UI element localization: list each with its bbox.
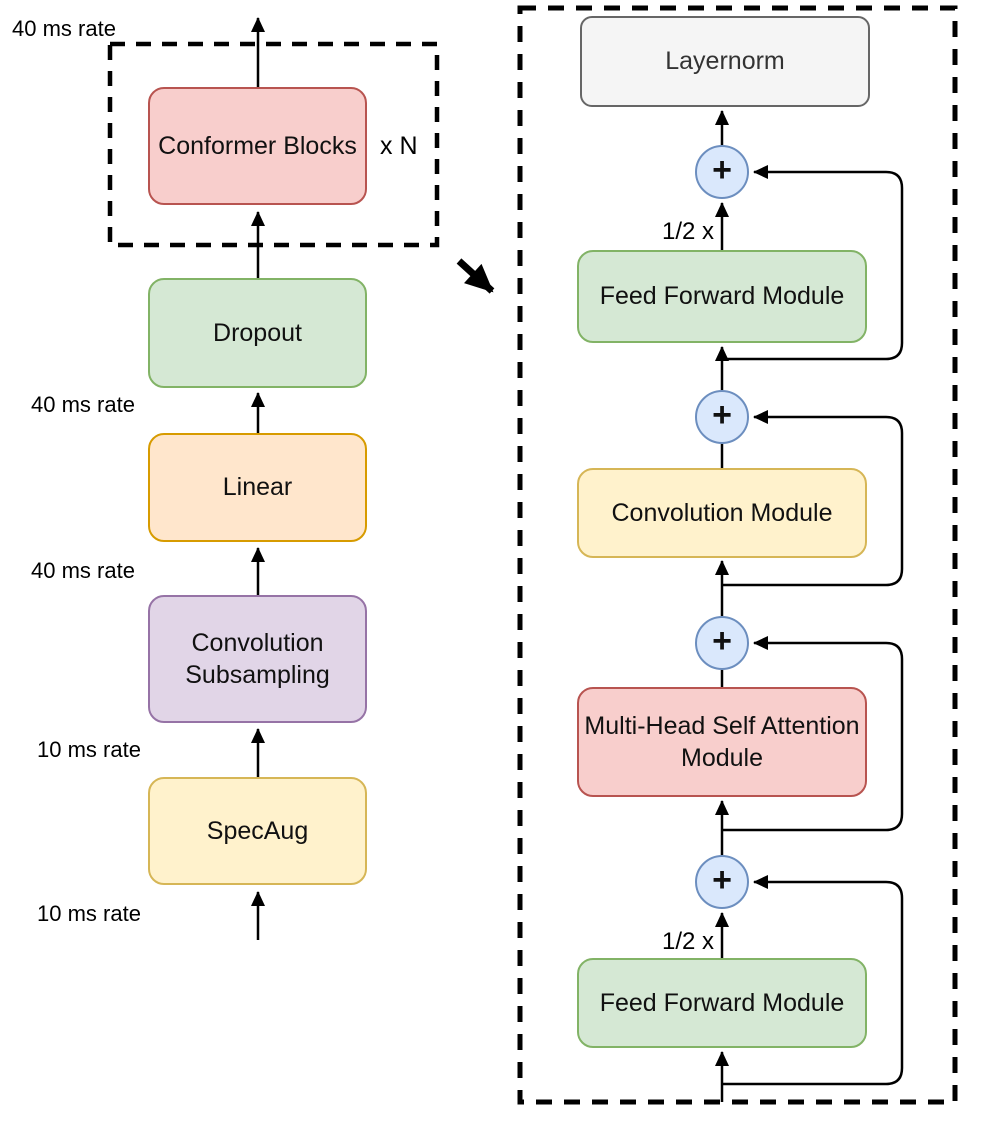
- conformer-block-detail-dashed-box: [517, 5, 958, 1105]
- feed-forward-module-top-box: Feed Forward Module: [577, 250, 867, 343]
- rate-label-dropout-input: 40 ms rate: [31, 392, 135, 417]
- layernorm-box: Layernorm: [580, 16, 870, 107]
- plus-circle-3: +: [695, 616, 749, 670]
- zoom-arrow: [456, 258, 495, 294]
- multi-head-self-attention-box: Multi-Head Self Attention Module: [577, 687, 867, 797]
- rate-label-linear-input: 40 ms rate: [31, 558, 135, 583]
- convolution-module-box: Convolution Module: [577, 468, 867, 558]
- conformer-blocks-dashed-box: [107, 41, 440, 248]
- convolution-subsampling-box: Convolution Subsampling: [148, 595, 367, 723]
- rate-label-specaug-input: 10 ms rate: [37, 901, 141, 926]
- dropout-box: Dropout: [148, 278, 367, 388]
- feed-forward-module-bottom-box: Feed Forward Module: [577, 958, 867, 1048]
- plus-circle-2: +: [695, 390, 749, 444]
- skip-ff-bottom: [722, 875, 904, 1086]
- conformer-blocks-box: Conformer Blocks: [148, 87, 367, 205]
- rate-label-output: 40 ms rate: [12, 16, 116, 41]
- repeat-count-label: x N: [380, 132, 418, 160]
- linear-box: Linear: [148, 433, 367, 542]
- half-scale-label-bottom: 1/2 x: [661, 928, 714, 955]
- skip-mhsa: [722, 636, 904, 832]
- skip-convolution: [722, 410, 904, 587]
- rate-label-convsub-input: 10 ms rate: [37, 737, 141, 762]
- skip-ff-top: [722, 165, 904, 361]
- plus-circle-4: +: [695, 855, 749, 909]
- specaug-box: SpecAug: [148, 777, 367, 885]
- plus-circle-1: +: [695, 145, 749, 199]
- half-scale-label-top: 1/2 x: [661, 218, 714, 245]
